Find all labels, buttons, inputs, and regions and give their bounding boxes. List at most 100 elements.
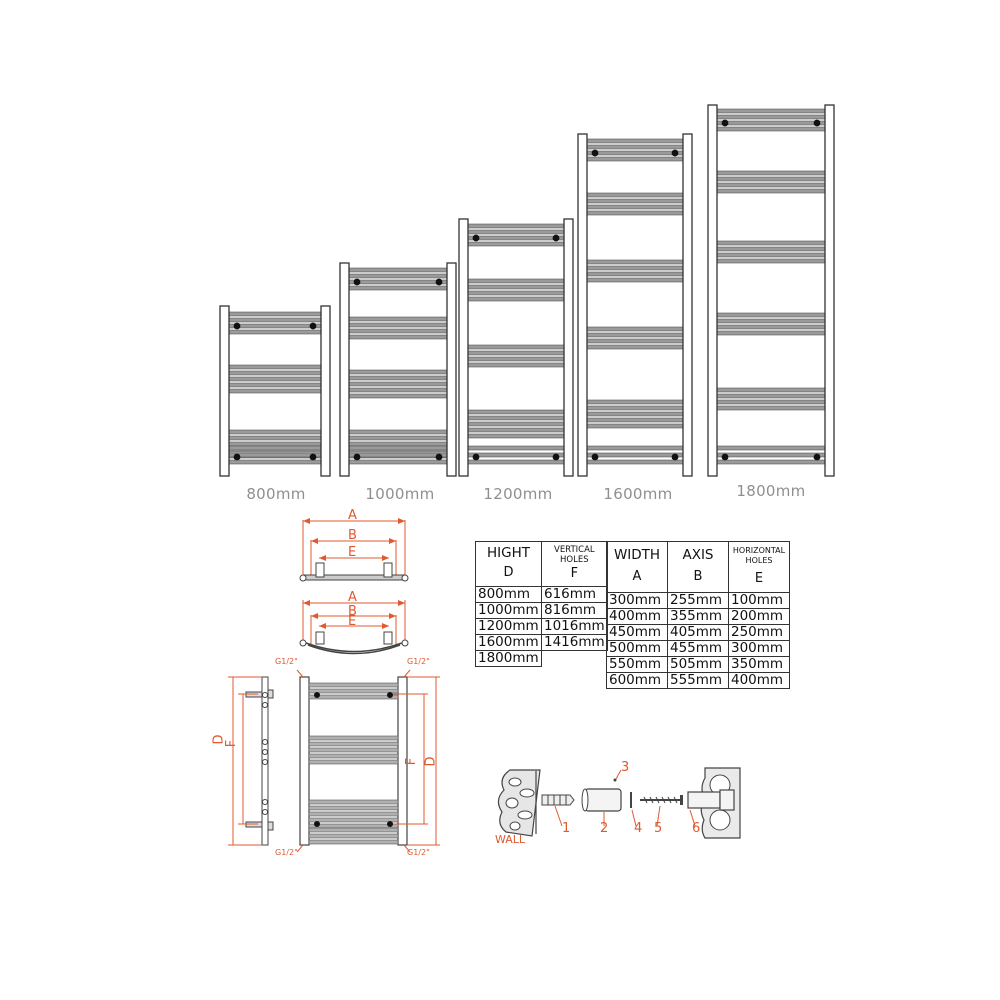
radiator-rail: [228, 311, 322, 317]
axis-value: 505mm: [667, 656, 729, 673]
height-value: 800mm: [475, 586, 542, 603]
vertical-holes-title-1: VERTICAL: [554, 545, 595, 555]
radiator-column-right: [563, 218, 574, 477]
radiator-size-label-1800: 1800mm: [736, 482, 806, 500]
radiator-rail: [586, 138, 684, 144]
part-5-screw: [640, 795, 683, 805]
mounting-hole-dot: [309, 453, 317, 461]
vertical-holes-col-header: VERTICAL HOLES F: [541, 541, 608, 587]
radiator-rail: [228, 429, 322, 435]
radiator-column-right: [320, 305, 331, 477]
mounting-hole-dot: [435, 453, 443, 461]
horizontal-holes-title-2: HOLES: [745, 556, 773, 565]
plan-curved-dim-a-label: A: [348, 590, 357, 605]
radiator-rail: [586, 423, 684, 429]
radiator-rail: [467, 421, 565, 427]
radiator-size-label-1200: 1200mm: [483, 485, 553, 503]
radiator-column-left: [577, 133, 588, 477]
elevation-rail: [308, 682, 399, 688]
radiator-rail: [467, 284, 565, 290]
part-number-3: 3: [621, 760, 630, 775]
radiator-rail: [586, 344, 684, 350]
width-col-header: WIDTH A: [606, 541, 668, 593]
elevation-rail: [308, 747, 399, 753]
radiator-rail: [586, 198, 684, 204]
vertical-holes-value: 816mm: [541, 602, 608, 619]
radiator-rail: [467, 229, 565, 235]
axis-value: 555mm: [667, 672, 729, 689]
vertical-holes-value: 1016mm: [541, 618, 608, 635]
axis-value: 405mm: [667, 624, 729, 641]
elevation-rail: [308, 735, 399, 741]
radiator-rail: [716, 459, 826, 465]
mounting-hole-dot: [472, 234, 480, 242]
radiator-rail: [586, 338, 684, 344]
part-number-1: 1: [562, 821, 571, 836]
radiator-rail: [586, 326, 684, 332]
axis-value: 255mm: [667, 592, 729, 609]
width-value: 400mm: [606, 608, 668, 625]
elevation-rail: [308, 759, 399, 765]
radiator-rail: [348, 285, 448, 291]
mounting-hole-dot: [671, 149, 679, 157]
radiator-rail: [467, 433, 565, 439]
vertical-holes-value: 616mm: [541, 586, 608, 603]
elevation-rail: [308, 839, 399, 845]
radiator-rail: [228, 382, 322, 388]
radiator-rail: [586, 156, 684, 162]
radiator-rail: [586, 204, 684, 210]
radiator-rail: [467, 427, 565, 433]
radiator-rail: [348, 387, 448, 393]
pipe-label-bottom-right: G1/2": [407, 848, 430, 857]
radiator-size-label-1600: 1600mm: [603, 485, 673, 503]
elevation-rail: [308, 817, 399, 823]
mounting-hole-dot: [309, 322, 317, 330]
side-view: [245, 676, 274, 846]
radiator-rail: [586, 265, 684, 271]
radiator-column-right: [446, 262, 457, 477]
axis-col-title: AXIS: [682, 547, 714, 563]
height-col-title: HIGHT: [487, 545, 530, 561]
radiator-rail: [467, 362, 565, 368]
radiator-rail: [586, 405, 684, 411]
height-col-letter: D: [503, 565, 514, 580]
pipe-label-top-left: G1/2": [275, 657, 298, 666]
horizontal-holes-value: 250mm: [728, 624, 790, 641]
radiator-family-drawing: [219, 104, 835, 477]
radiator-rail: [348, 429, 448, 435]
elevation-dim-f-left: F: [224, 739, 240, 748]
elevation-rail: [308, 827, 399, 833]
vertical-holes-col-letter: F: [570, 566, 579, 581]
radiator-rail: [716, 452, 826, 458]
radiator-rail: [348, 452, 448, 458]
radiator-rail: [348, 381, 448, 387]
radiator-rail: [716, 405, 826, 411]
radiator-rail: [228, 452, 322, 458]
radiator-rail: [586, 417, 684, 423]
radiator-rail: [586, 144, 684, 150]
radiator-rail: [586, 452, 684, 458]
mounting-hole-dot: [721, 119, 729, 127]
radiator-rail: [467, 356, 565, 362]
radiator-rail: [348, 322, 448, 328]
elevation-rail: [308, 753, 399, 759]
pipe-label-bottom-left: G1/2": [275, 848, 298, 857]
radiator-rail: [228, 317, 322, 323]
height-value: 1200mm: [475, 618, 542, 635]
radiator-rail: [716, 170, 826, 176]
horizontal-holes-value: 350mm: [728, 656, 790, 673]
axis-col-letter: B: [693, 569, 703, 584]
radiator-rail: [228, 388, 322, 394]
plan-curved-dim-b-label: B: [348, 604, 357, 619]
axis-value: 355mm: [667, 608, 729, 625]
radiator-rail: [467, 344, 565, 350]
mounting-hole-dot: [472, 453, 480, 461]
radiator-rail: [467, 296, 565, 302]
radiator-rail: [467, 459, 565, 465]
